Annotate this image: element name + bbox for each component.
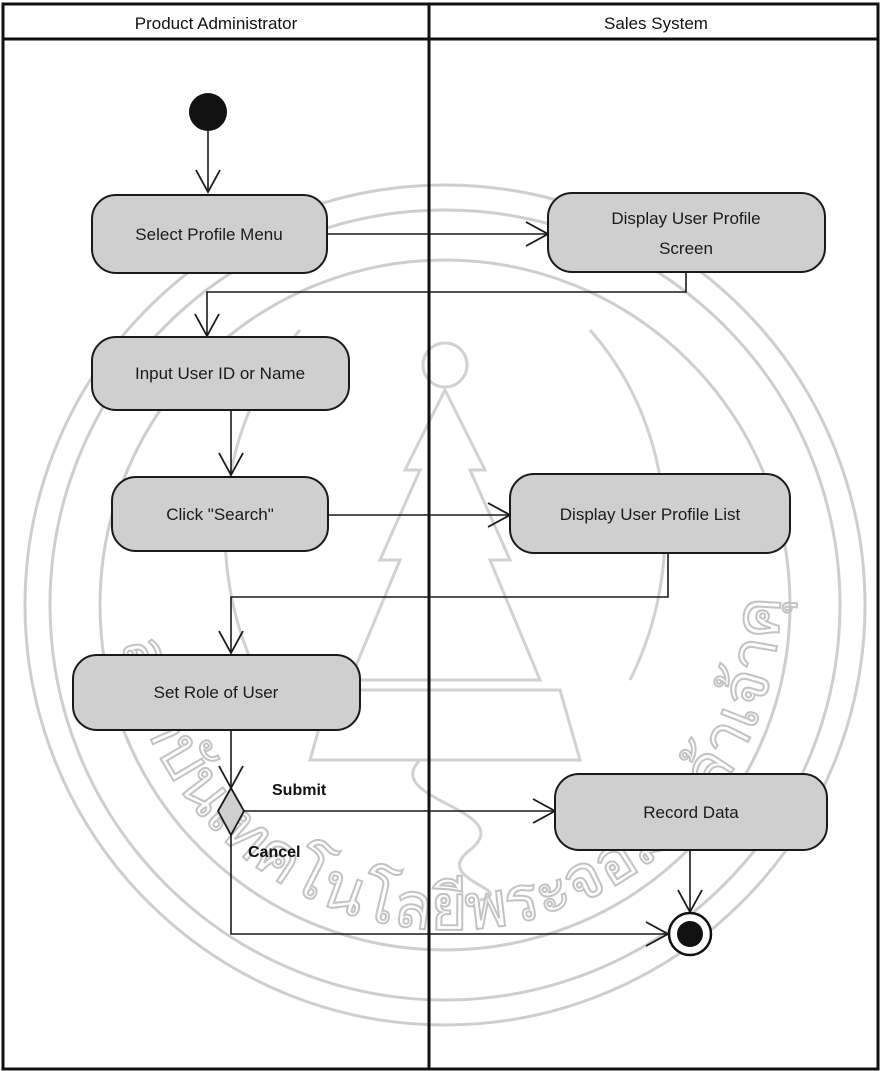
final-node [667, 911, 713, 957]
flow-display-screen-to-input [206, 272, 687, 336]
initial-node [189, 93, 227, 131]
control-flows [194, 131, 703, 947]
decision-node [216, 786, 246, 837]
action-input-user-id: Input User ID or Name [91, 336, 350, 411]
action-label: Record Data [643, 803, 739, 822]
action-click-search: Click "Search" [111, 476, 329, 552]
action-label-line1: Display User Profile [611, 209, 760, 228]
action-set-role-of-user: Set Role of User [72, 654, 361, 731]
action-label: Display User Profile List [560, 505, 741, 524]
action-record-data: Record Data [554, 773, 828, 851]
action-select-profile-menu: Select Profile Menu [91, 194, 328, 274]
lane-title-sales-system: Sales System [604, 14, 708, 33]
flow-display-list-to-set-role [230, 553, 669, 653]
action-label: Input User ID or Name [135, 364, 305, 383]
lane-title-product-administrator: Product Administrator [135, 14, 298, 33]
guard-submit: Submit [272, 782, 327, 799]
action-display-user-profile-screen: Display User Profile Screen [547, 192, 826, 273]
action-label-line2: Screen [659, 239, 713, 258]
action-display-user-profile-list: Display User Profile List [509, 473, 791, 554]
guard-cancel: Cancel [248, 844, 300, 861]
flow-cancel-to-final [230, 835, 668, 935]
action-label: Click "Search" [166, 505, 274, 524]
action-label: Select Profile Menu [135, 225, 282, 244]
action-label: Set Role of User [154, 683, 279, 702]
